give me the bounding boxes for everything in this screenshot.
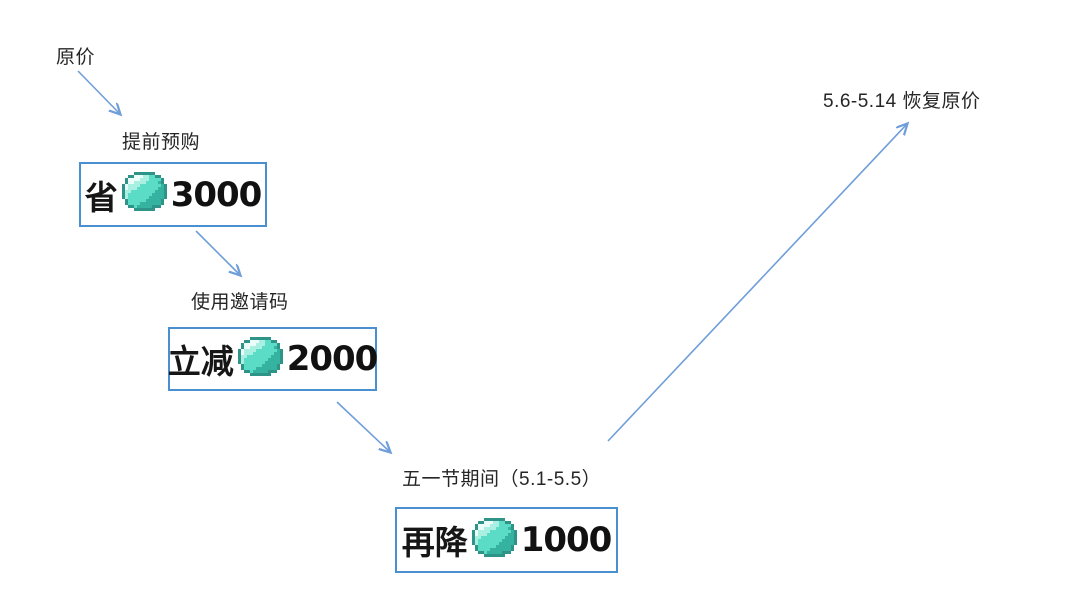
- mayday-box-amount: 1000: [520, 520, 613, 560]
- preorder-box-amount: 3000: [170, 174, 263, 215]
- diamond-icon: [471, 517, 517, 557]
- preorder-price-box: 省 3000: [79, 162, 267, 227]
- label-original-price: 原价: [56, 47, 96, 68]
- diamond-icon: [237, 336, 283, 376]
- label-mayday-period: 五一节期间（5.1-5.5）: [402, 469, 602, 490]
- mayday-box-prefix: 再降: [401, 524, 468, 561]
- arrow-original-to-preorder: [77, 70, 120, 114]
- mayday-price-box: 再降 1000: [395, 507, 618, 573]
- invite-box-prefix: 立减: [167, 343, 234, 380]
- arrow-mayday-to-restore: [607, 124, 907, 442]
- invite-price-box: 立减 2000: [167, 327, 379, 391]
- arrow-invite-to-mayday: [336, 401, 390, 452]
- preorder-box-prefix: 省: [84, 178, 118, 216]
- invite-box-amount: 2000: [286, 339, 379, 379]
- arrow-preorder-to-invite: [195, 230, 240, 275]
- diamond-icon: [121, 172, 167, 211]
- label-invite-code: 使用邀请码: [191, 292, 289, 313]
- label-preorder: 提前预购: [122, 132, 201, 153]
- label-restore-original-price: 5.6-5.14 恢复原价: [823, 91, 981, 112]
